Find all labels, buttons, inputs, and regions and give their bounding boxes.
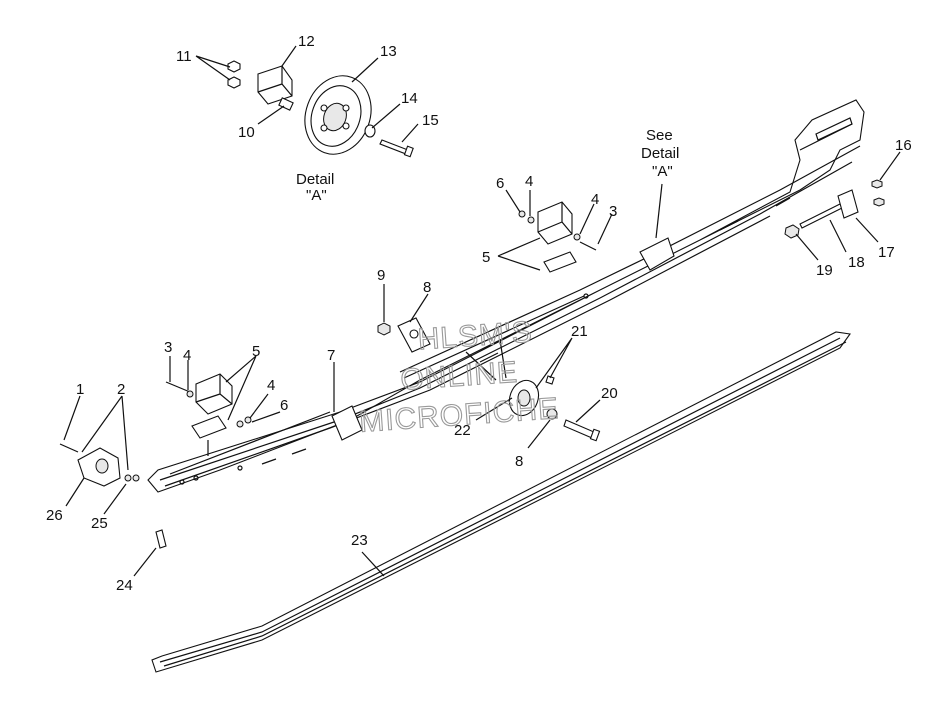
callout-22: 22 — [454, 422, 471, 439]
nut-19 — [784, 224, 800, 239]
callout-18: 18 — [848, 254, 865, 271]
bolt-15 — [379, 139, 409, 155]
callout-24: 24 — [116, 577, 133, 594]
callout-25: 25 — [91, 515, 108, 532]
callout-5a: 5 — [252, 343, 260, 360]
bolt-20 — [563, 419, 595, 439]
svg-text:ONLINE: ONLINE — [399, 356, 519, 397]
lower-block-group — [165, 355, 281, 456]
callout-20: 20 — [601, 385, 618, 402]
callout-1: 1 — [76, 381, 84, 398]
callout-12: 12 — [298, 33, 315, 50]
callout-3a: 3 — [164, 339, 172, 356]
washer-6-upper — [518, 210, 526, 218]
washer-25 — [124, 474, 132, 482]
detail-label-line2: "A" — [306, 187, 327, 204]
callout-13: 13 — [380, 43, 397, 60]
callout-15: 15 — [422, 112, 439, 129]
front-bracket-7 — [331, 405, 363, 441]
callout-4c: 4 — [525, 173, 533, 190]
callout-5b: 5 — [482, 249, 490, 266]
nut-11b — [227, 76, 241, 89]
see-detail-line2: Detail — [641, 145, 679, 162]
front-end-group — [59, 395, 167, 577]
callout-3b: 3 — [609, 203, 617, 220]
callout-8a: 8 — [423, 279, 431, 296]
shaft-18 — [799, 203, 843, 229]
bracket-12 — [257, 65, 293, 105]
nut-11a — [227, 60, 241, 73]
upper-block-group — [497, 189, 613, 273]
callout-4d: 4 — [591, 191, 599, 208]
svg-text:HLSM'S: HLSM'S — [417, 316, 534, 357]
pin-10 — [278, 97, 294, 111]
callout-8b: 8 — [515, 453, 523, 470]
callout-10: 10 — [238, 124, 255, 141]
callout-26: 26 — [46, 507, 63, 524]
wear-strip-23 — [151, 331, 851, 673]
bracket-17 — [837, 189, 859, 219]
spacer-5-upper — [543, 251, 577, 273]
see-detail-line1: See — [646, 127, 673, 144]
detail-label-line1: Detail — [296, 171, 334, 188]
see-detail-line3: "A" — [652, 163, 673, 180]
block-5-lower — [195, 373, 233, 415]
nut-16b — [873, 197, 885, 207]
callout-23: 23 — [351, 532, 368, 549]
mid-idler-group — [465, 337, 601, 449]
callout-11: 11 — [176, 48, 192, 65]
spacer-5-lower — [191, 415, 227, 439]
callout-21: 21 — [571, 323, 588, 340]
rear-idler-housing — [639, 237, 675, 271]
nut-9 — [377, 322, 391, 336]
callout-14: 14 — [401, 90, 418, 107]
callout-19: 19 — [816, 262, 833, 279]
block-5-upper — [537, 201, 573, 245]
callout-16: 16 — [895, 137, 912, 154]
slide-rail — [147, 99, 885, 493]
pin-24 — [155, 529, 167, 549]
callout-9: 9 — [377, 267, 385, 284]
callout-2: 2 — [117, 381, 125, 398]
washer-8-lower — [546, 408, 558, 420]
callout-7: 7 — [327, 347, 335, 364]
nut-16a — [871, 179, 883, 189]
callout-6b: 6 — [496, 175, 504, 192]
callout-6a: 6 — [280, 397, 288, 414]
callout-4a: 4 — [183, 347, 191, 364]
callout-17: 17 — [878, 244, 895, 261]
detail-a-assembly — [195, 45, 419, 158]
callout-4b: 4 — [267, 377, 275, 394]
